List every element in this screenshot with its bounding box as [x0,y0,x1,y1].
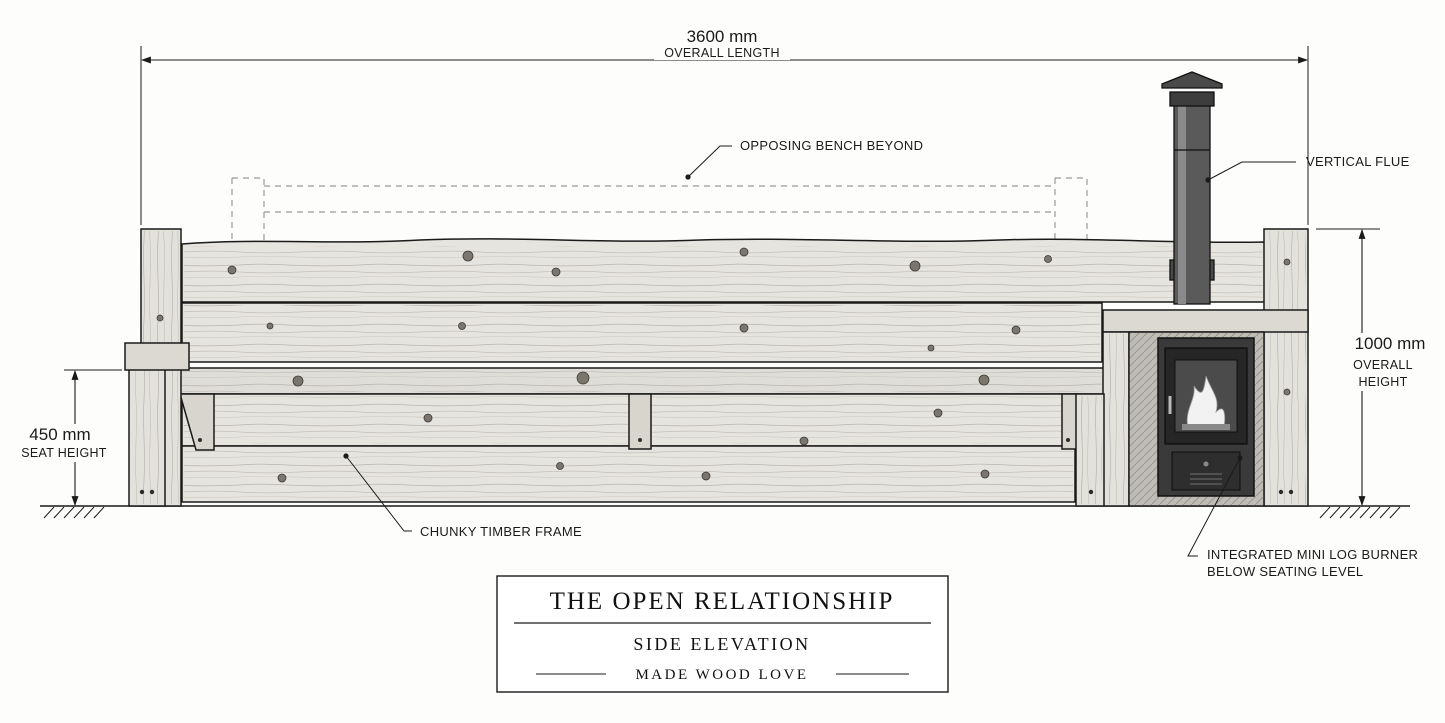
dimension-overall-length: 3600 mm OVERALL LENGTH [140,27,1309,225]
overall-height-value: 1000 mm [1355,334,1426,353]
bench-body [124,228,1309,507]
log-burner-label-1: INTEGRATED MINI LOG BURNER [1207,547,1418,562]
dimension-seat-height: 450 mm SEAT HEIGHT [18,369,122,506]
overall-height-label-2: HEIGHT [1358,375,1407,389]
overall-height-label-1: OVERALL [1353,358,1413,372]
callout-opposing-bench: OPPOSING BENCH BEYOND [685,138,923,180]
callout-vertical-flue: VERTICAL FLUE [1205,154,1409,183]
callout-log-burner: INTEGRATED MINI LOG BURNER BELOW SEATING… [1187,455,1418,579]
ground-line [40,505,1410,519]
drawing-title: THE OPEN RELATIONSHIP [550,588,895,615]
vertical-flue [1161,71,1223,305]
armrest-left [124,342,190,371]
callout-timber-frame: CHUNKY TIMBER FRAME [343,453,582,539]
timber-knots [156,247,1291,483]
seat-bracket-left [179,393,215,451]
maker-name: MADE WOOD LOVE [635,667,808,683]
back-rail-top-grain [184,246,1263,300]
burner-shelf [1102,309,1309,333]
seat-bracket-middle [628,393,652,450]
frame-bolts [139,438,1294,495]
opposing-bench-label: OPPOSING BENCH BEYOND [740,138,923,153]
drawing-subtitle: SIDE ELEVATION [633,634,810,654]
overall-length-label: OVERALL LENGTH [664,46,780,60]
title-block: THE OPEN RELATIONSHIP SIDE ELEVATION MAD… [496,575,949,693]
seat-height-value: 450 mm [29,425,90,444]
dimension-overall-height: 1000 mm OVERALL HEIGHT [1316,228,1440,506]
timber-frame-label: CHUNKY TIMBER FRAME [420,524,582,539]
log-burner [1157,337,1255,497]
log-burner-label-2: BELOW SEATING LEVEL [1207,564,1363,579]
seat-height-label: SEAT HEIGHT [21,446,107,460]
opposing-bench-outline [231,177,1088,240]
vertical-flue-label: VERTICAL FLUE [1306,154,1410,169]
flame-icon [1186,375,1226,429]
overall-length-value: 3600 mm [687,27,758,46]
flue-cowl [1161,71,1223,89]
